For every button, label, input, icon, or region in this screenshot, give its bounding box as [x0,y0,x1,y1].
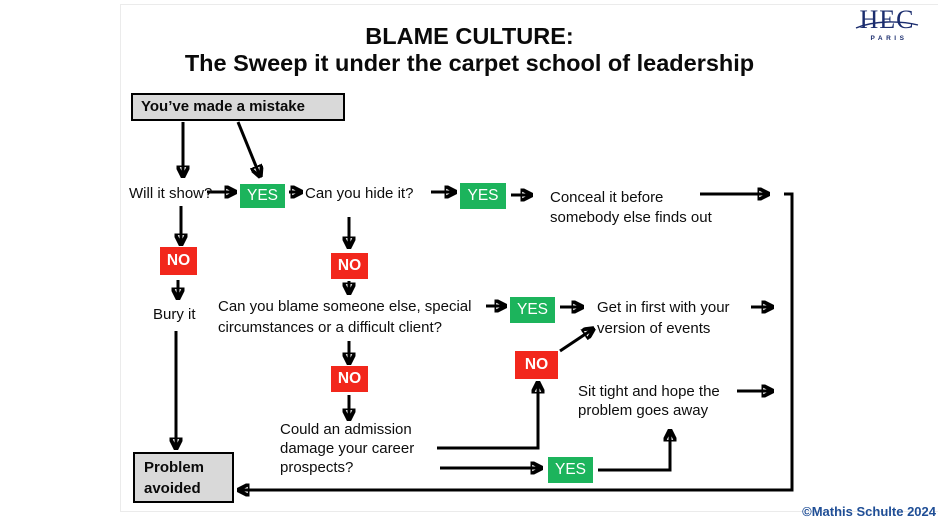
arrow-start-to-yes1 [236,121,260,176]
hec-logo-subtext: PARIS [870,35,908,42]
node-will-it-show: Will it show? [129,185,213,202]
node-start: You’ve made a mistake [131,93,345,121]
node-sit-tight: Sit tight and hope the problem goes away [578,382,720,420]
swoosh-curve [855,21,919,29]
node-admission: Could an admission damage your career pr… [280,420,414,477]
title-line2: The Sweep it under the carpet school of … [184,50,755,76]
badge-yes-blame: YES [510,297,555,323]
title-line1: BLAME CULTURE: [365,23,574,49]
badge-yes-will-it-show: YES [240,184,285,208]
sit-tight-line1: Sit tight and hope the [578,383,720,400]
problem-avoided-line1: Problem [144,459,205,476]
arrow-yes4-to-sit-tight [598,431,670,472]
sit-tight-line2: problem goes away [578,402,709,419]
conceal-line2: somebody else finds out [550,209,712,226]
admission-line3: prospects? [280,459,354,476]
arrow-rail-to-problem-avoided [239,192,794,490]
arrow-no4-to-get-in-first [559,329,593,353]
admission-line1: Could an admission [280,421,412,438]
node-bury-it: Bury it [153,306,196,323]
copyright-text: ©Mathis Schulte 2024 [802,504,936,519]
page-title: BLAME CULTURE: The Sweep it under the ca… [0,23,939,77]
node-can-you-hide: Can you hide it? [305,185,414,202]
get-in-first-line2: version of events [597,320,711,337]
badge-yes-admission: YES [548,457,593,483]
badge-no-blame: NO [331,366,368,392]
node-get-in-first: Get in first with your version of events [597,297,730,339]
problem-avoided-line2: avoided [144,480,201,497]
node-conceal: Conceal it before somebody else finds ou… [550,188,712,228]
blame-line2: circumstances or a difficult client? [218,319,442,336]
badge-yes-can-you-hide: YES [460,183,506,209]
badge-no-can-you-hide: NO [331,253,368,279]
hec-logo-text: HEC [859,5,915,34]
conceal-line1: Conceal it before [550,189,664,206]
hec-paris-logo: HEC PARIS [854,7,920,42]
logo-swoosh-icon [855,21,919,29]
admission-line2: damage your career [280,440,415,457]
node-blame: Can you blame someone else, special circ… [218,296,471,338]
node-problem-avoided: Problem avoided [133,452,234,503]
badge-no-admission: NO [515,351,558,379]
get-in-first-line1: Get in first with your [597,299,730,316]
arrow-admission-to-no4 [437,383,538,450]
badge-no-will-it-show: NO [160,247,197,275]
blame-line1: Can you blame someone else, special [218,298,472,315]
